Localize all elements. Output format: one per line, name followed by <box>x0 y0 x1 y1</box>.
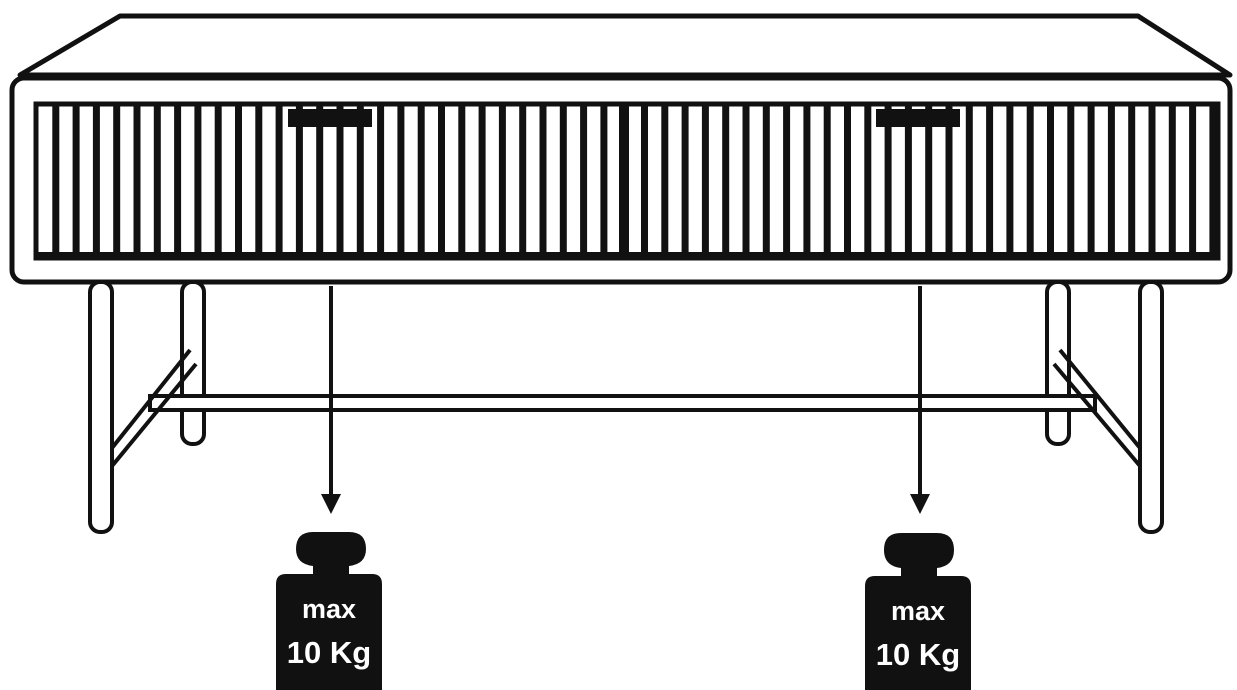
flute-groove <box>92 104 100 254</box>
leg-front-left <box>88 280 114 534</box>
fluting-slats <box>52 104 1217 254</box>
flute-groove <box>133 104 141 254</box>
flute-groove <box>295 104 303 254</box>
flute-groove <box>235 104 242 254</box>
flute-groove <box>783 104 791 254</box>
flute-groove <box>194 104 202 254</box>
flute-groove <box>742 104 750 254</box>
leg-back-left <box>180 280 206 446</box>
flute-groove <box>377 104 385 254</box>
weight-value-label: 10 Kg <box>876 637 960 672</box>
flute-groove <box>986 104 994 254</box>
flute-groove <box>1128 104 1136 254</box>
weight-icon: max 10 Kg <box>276 532 382 690</box>
flute-groove <box>336 104 344 254</box>
leg-front-right <box>1138 280 1164 534</box>
weight-icon: max 10 Kg <box>865 533 971 690</box>
flute-groove <box>864 104 872 254</box>
drawer-divider <box>619 104 629 258</box>
flute-groove <box>701 104 709 254</box>
flute-groove <box>844 104 851 254</box>
flute-groove <box>600 104 608 254</box>
flute-groove <box>803 104 811 254</box>
flute-groove <box>174 104 182 254</box>
flute-groove <box>1209 104 1217 254</box>
flute-groove <box>904 104 912 254</box>
flute-groove <box>113 104 121 254</box>
flute-groove <box>965 104 973 254</box>
weight-value-label: 10 Kg <box>287 635 371 670</box>
weight-max-label: max <box>891 596 945 626</box>
down-arrow-icon <box>321 286 341 514</box>
flute-groove <box>559 104 567 254</box>
brace-right <box>1052 348 1142 468</box>
flute-groove <box>397 104 405 254</box>
stretcher-bar <box>148 394 1097 412</box>
flute-groove <box>762 104 770 254</box>
flute-groove <box>1006 104 1014 254</box>
flute-groove <box>316 104 324 254</box>
flute-groove <box>438 104 445 254</box>
flute-groove <box>641 104 648 254</box>
drawer-handle-icon <box>876 109 960 127</box>
flute-groove <box>498 104 506 254</box>
flute-groove <box>458 104 466 254</box>
flute-groove <box>1026 104 1034 254</box>
flute-groove <box>72 104 80 254</box>
flute-groove <box>580 104 588 254</box>
flute-groove <box>1067 104 1075 254</box>
flute-groove <box>1148 104 1156 254</box>
flute-groove <box>1189 104 1197 254</box>
down-arrow-icon <box>910 286 930 514</box>
weight-max-label: max <box>302 594 356 624</box>
flute-groove <box>52 104 60 254</box>
flute-groove <box>153 104 161 254</box>
brace-left <box>110 348 198 468</box>
flute-groove <box>1168 104 1176 254</box>
flute-groove <box>478 104 486 254</box>
flute-groove <box>1107 104 1115 254</box>
flute-groove <box>823 104 831 254</box>
flute-groove <box>255 104 263 254</box>
flute-groove <box>1087 104 1095 254</box>
flute-groove <box>519 104 527 254</box>
table-top <box>17 13 1233 78</box>
flute-groove <box>884 104 892 254</box>
flute-groove <box>945 104 953 254</box>
flute-groove <box>925 104 933 254</box>
drawer-handle-icon <box>288 109 372 127</box>
flute-groove <box>214 104 222 254</box>
flute-groove <box>539 104 547 254</box>
flute-groove <box>356 104 364 254</box>
flute-groove <box>275 104 283 254</box>
flute-groove <box>417 104 425 254</box>
flute-groove <box>681 104 689 254</box>
flute-groove <box>661 104 669 254</box>
leg-back-right <box>1045 280 1071 446</box>
flute-groove <box>1047 104 1054 254</box>
flute-groove <box>722 104 730 254</box>
